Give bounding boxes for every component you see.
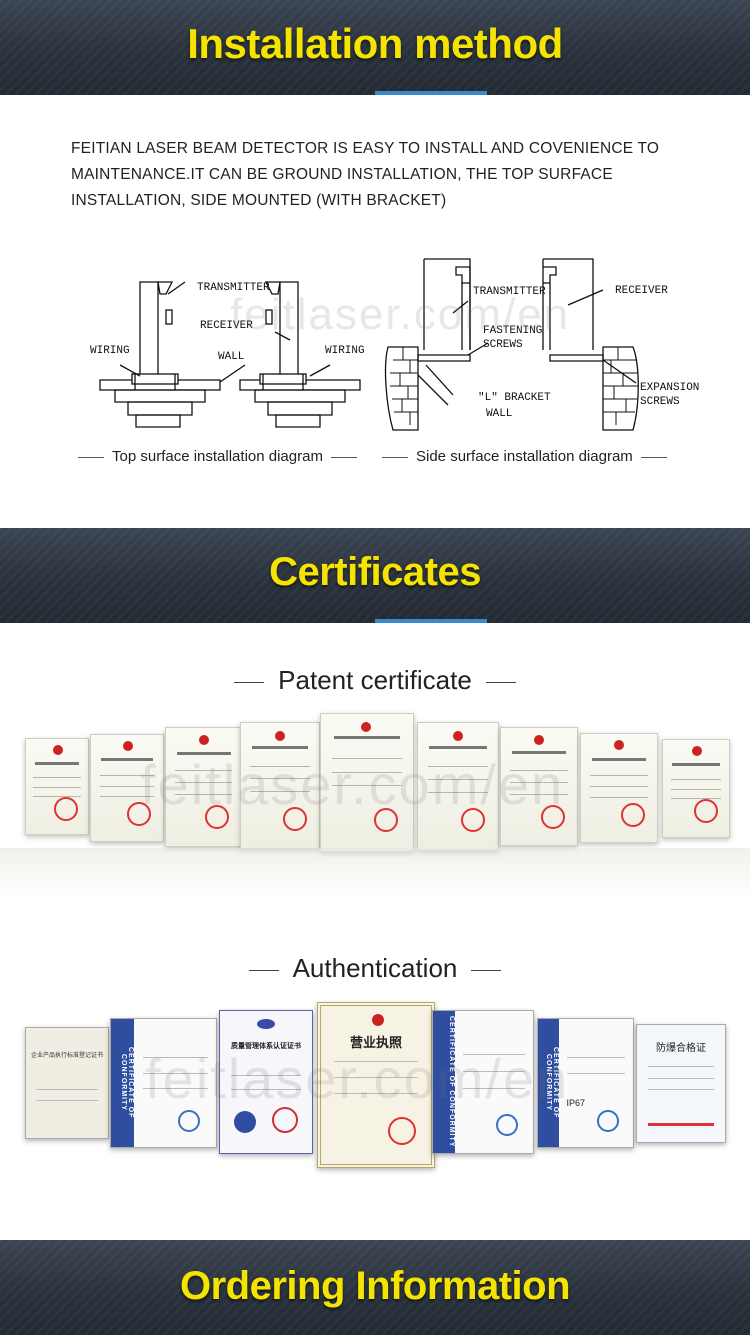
certificates-banner: Certificates [0, 528, 750, 623]
patent-certificate [25, 738, 89, 835]
patent-certificate [580, 733, 658, 843]
label-side-wall: WALL [486, 408, 512, 420]
certificates-title: Certificates [269, 550, 481, 594]
watermark: feitlaser.com/en [230, 290, 571, 339]
authentication-title: Authentication [0, 953, 750, 984]
label-expansion-screws: SCREWS [640, 396, 680, 408]
ip67-label: IP67 [566, 1098, 586, 1109]
conformity-certificate-ip67: CERTIFICATE OF CONFORMITY IP67 [537, 1018, 634, 1148]
patent-title: Patent certificate [0, 665, 750, 696]
patent-certificate [240, 722, 320, 849]
ordering-banner: Ordering Information [0, 1240, 750, 1335]
watermark-3: feitlaser.com/en [145, 1047, 570, 1110]
label-expansion: EXPANSION [640, 382, 699, 394]
patent-certificate [90, 734, 164, 842]
business-license: 营业执照 [317, 1002, 435, 1168]
ordering-title: Ordering Information [180, 1264, 571, 1308]
watermark-2: feitlaser.com/en [140, 753, 565, 816]
label-wall: WALL [218, 351, 244, 363]
installation-title: Installation method [187, 20, 563, 67]
accent-bar-2 [375, 619, 487, 623]
label-receiver: RECEIVER [200, 320, 253, 332]
label-screws: SCREWS [483, 339, 523, 351]
installation-banner: Installation method [0, 0, 750, 95]
top-installation-diagram: TRANSMITTER RECEIVER WIRING WIRING WALL [90, 281, 365, 428]
patent-certificate [662, 739, 730, 838]
conformity-certificate-1: CERTIFICATE OF CONFORMITY [110, 1018, 217, 1148]
standard-registration-certificate: 企业产品执行标准登记证书 [25, 1027, 109, 1139]
side-diagram-caption: Side surface installation diagram [382, 448, 675, 465]
label-fastening: FASTENING [483, 325, 542, 337]
patent-certificate [320, 713, 414, 852]
label-wiring-left: WIRING [90, 345, 130, 357]
accent-bar [375, 91, 487, 95]
side-installation-diagram: TRANSMITTER RECEIVER FASTENING SCREWS "L… [384, 258, 699, 431]
label-transmitter: TRANSMITTER [197, 282, 270, 294]
patent-reflection [0, 848, 750, 898]
conformity-certificate-2: CERTIFICATE OF CONFORMITY [432, 1010, 534, 1154]
label-bracket: "L" BRACKET [478, 392, 551, 404]
quality-system-certificate: 质量管理体系认证证书 [219, 1010, 313, 1154]
label-side-transmitter: TRANSMITTER [473, 286, 546, 298]
intro-text: FEITIAN LASER BEAM DETECTOR IS EASY TO I… [71, 140, 660, 209]
patent-certificate [500, 727, 578, 846]
label-side-receiver: RECEIVER [615, 285, 668, 297]
top-diagram-caption: Top surface installation diagram [78, 448, 365, 465]
explosion-proof-certificate: 防爆合格证 [636, 1024, 726, 1143]
label-wiring-right: WIRING [325, 345, 365, 357]
patent-certificate [417, 722, 499, 851]
